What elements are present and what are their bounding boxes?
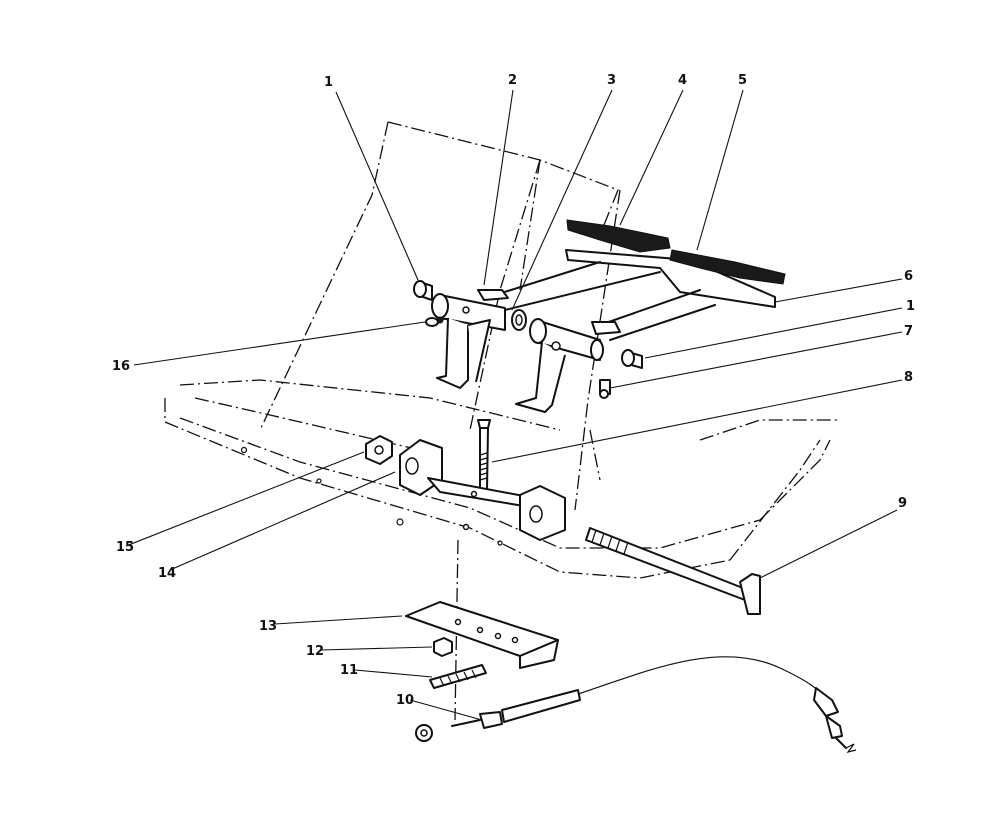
adjustment-rod (585, 527, 761, 615)
frame-outline (164, 379, 840, 721)
leader-lines (125, 89, 903, 721)
long-bolt (477, 419, 491, 491)
rubber-pad-left (566, 219, 671, 253)
callout-16: 16 (112, 359, 131, 374)
callout-12: 12 (306, 644, 325, 659)
callout-7: 7 (904, 324, 914, 339)
hex-nut (365, 435, 393, 465)
grease-fitting (425, 316, 444, 327)
left-hinge-assembly (431, 289, 509, 389)
right-hinge-assembly (515, 318, 621, 413)
seat-panel-outline (259, 121, 621, 511)
callout-10: 10 (396, 693, 415, 708)
callout-1-right: 1 (906, 299, 916, 314)
callout-13: 13 (259, 619, 278, 634)
callout-11: 11 (340, 663, 359, 678)
small-bolt (599, 379, 611, 399)
callout-4: 4 (678, 73, 688, 88)
callout-15: 15 (116, 540, 135, 555)
rubber-pad-right (669, 249, 786, 285)
callout-8: 8 (904, 370, 914, 385)
callout-1-left: 1 (324, 75, 334, 90)
washer (511, 309, 527, 331)
mounting-plate (405, 601, 559, 669)
callout-9: 9 (898, 496, 908, 511)
bushing-right (621, 349, 643, 369)
callout-5: 5 (738, 73, 748, 88)
release-cable (415, 656, 857, 753)
seat-bracket-plate (494, 249, 776, 341)
callout-6: 6 (904, 269, 914, 284)
bushing-left (413, 280, 433, 301)
lock-nut (433, 637, 453, 657)
callout-2: 2 (508, 73, 518, 88)
spring (429, 664, 487, 689)
callout-3: 3 (607, 73, 617, 88)
callout-14: 14 (158, 566, 177, 581)
base-bracket (399, 439, 566, 541)
